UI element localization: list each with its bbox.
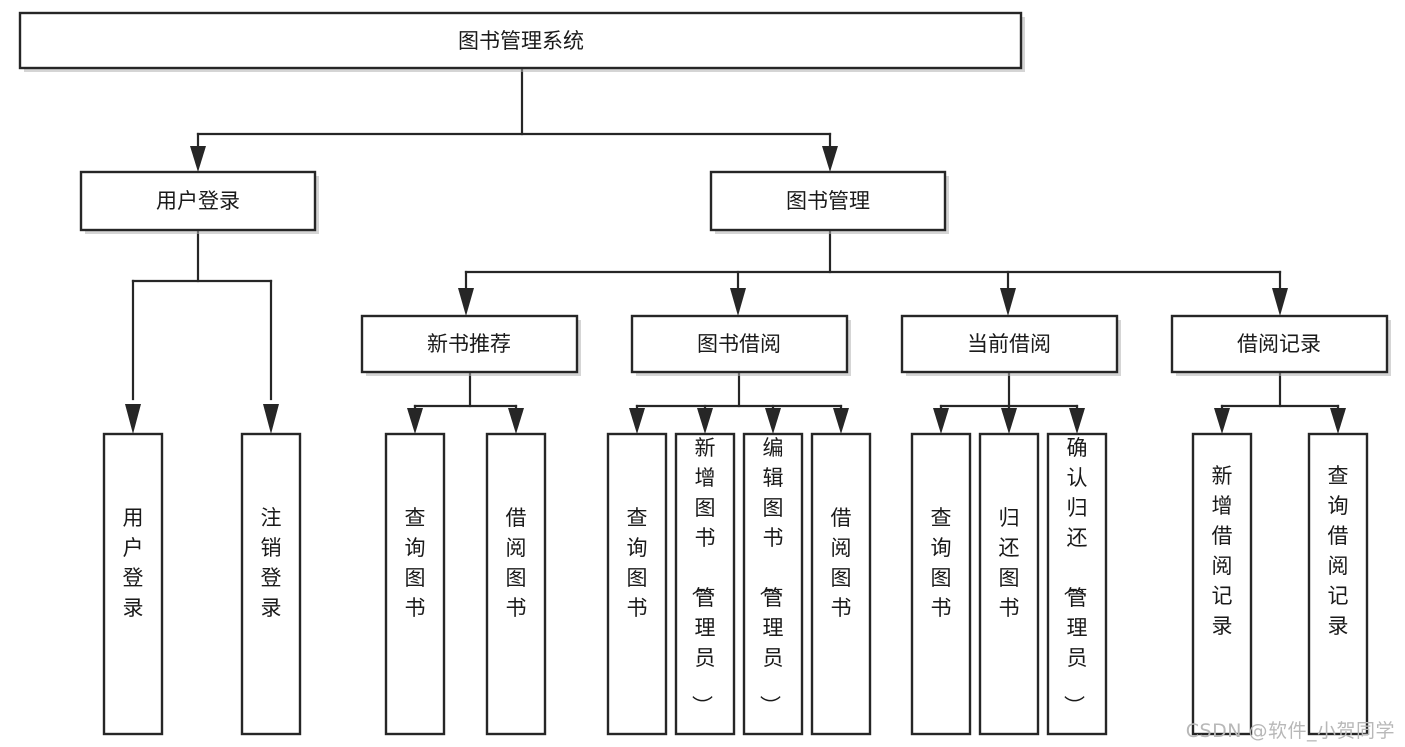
arrow-to-leaf-add-book bbox=[697, 408, 713, 434]
leaf-return-book-box bbox=[978, 432, 1040, 736]
current-borrow-box bbox=[900, 314, 1119, 374]
leaf-return-book-label: 归还图书 bbox=[999, 506, 1020, 620]
arrow-to-leaf-edit-book bbox=[765, 408, 781, 434]
leaf-add-borrow-record-label: 新增借阅记录 bbox=[1212, 464, 1233, 638]
leaf-borrow-book-label: 借阅图书 bbox=[831, 506, 852, 620]
new-book-recommend-label: 新书推荐 bbox=[427, 332, 511, 356]
book-borrow-box bbox=[630, 314, 849, 374]
leaf-query-book-recommend-label: 查询图书 bbox=[405, 506, 426, 620]
arrow-to-leaf-query-record bbox=[1330, 408, 1346, 434]
arrow-to-leaf-borrow-book-a bbox=[508, 408, 524, 434]
leaf-user-login-label: 用户登录 bbox=[123, 506, 144, 620]
leaf-node-borrow-book[interactable]: 借阅图书 bbox=[810, 432, 872, 736]
leaf-node-edit-book[interactable]: 编辑图书（管理员） bbox=[742, 432, 804, 736]
leaf-borrow-book-box bbox=[810, 432, 872, 736]
book-management-box bbox=[709, 170, 947, 232]
leaf-confirm-return-box bbox=[1046, 432, 1108, 736]
arrow-to-new-book-recommend bbox=[458, 288, 474, 316]
connector-layer bbox=[125, 67, 1346, 434]
node-book-borrow[interactable]: 图书借阅 bbox=[630, 314, 851, 376]
leaf-edit-book-box bbox=[742, 432, 804, 736]
leaf-node-query-borrow-record[interactable]: 查询借阅记录 bbox=[1307, 432, 1369, 736]
current-borrow-label: 当前借阅 bbox=[967, 332, 1051, 356]
leaf-add-book-label: 新增图书（管理员） bbox=[690, 436, 716, 716]
arrow-to-book-management bbox=[822, 146, 838, 172]
leaf-query-book-recommend-box bbox=[384, 432, 446, 736]
leaf-node-add-borrow-record[interactable]: 新增借阅记录 bbox=[1191, 432, 1253, 736]
root-label: 图书管理系统 bbox=[458, 29, 584, 53]
arrow-to-leaf-confirm-return bbox=[1069, 408, 1085, 434]
arrow-to-leaf-query-book-c bbox=[933, 408, 949, 434]
leaf-node-user-login[interactable]: 用户登录 bbox=[102, 432, 164, 736]
new-book-recommend-box bbox=[360, 314, 579, 374]
user-login-label: 用户登录 bbox=[156, 189, 240, 213]
leaf-node-query-book-borrow[interactable]: 查询图书 bbox=[606, 432, 668, 736]
leaf-user-login-box bbox=[102, 432, 164, 736]
leaf-node-query-book-current[interactable]: 查询图书 bbox=[910, 432, 972, 736]
node-current-borrow[interactable]: 当前借阅 bbox=[900, 314, 1121, 376]
arrow-to-book-borrow bbox=[730, 288, 746, 316]
leaf-borrow-book-recommend-label: 借阅图书 bbox=[506, 506, 527, 620]
book-borrow-label: 图书借阅 bbox=[697, 332, 781, 356]
arrow-to-leaf-user-login bbox=[125, 404, 141, 434]
node-book-management[interactable]: 图书管理 bbox=[709, 170, 949, 234]
leaf-query-book-current-box bbox=[910, 432, 972, 736]
leaf-node-borrow-book-recommend[interactable]: 借阅图书 bbox=[485, 432, 547, 736]
borrow-record-box bbox=[1170, 314, 1389, 374]
leaf-add-book-box bbox=[674, 432, 736, 736]
arrow-to-leaf-query-book-a bbox=[407, 408, 423, 434]
leaf-query-borrow-record-label: 查询借阅记录 bbox=[1328, 464, 1349, 638]
leaf-query-book-borrow-box bbox=[606, 432, 668, 736]
arrow-to-leaf-borrow-book-b bbox=[833, 408, 849, 434]
leaf-add-borrow-record-box bbox=[1191, 432, 1253, 736]
arrow-to-current-borrow bbox=[1000, 288, 1016, 316]
node-new-book-recommend[interactable]: 新书推荐 bbox=[360, 314, 581, 376]
arrow-to-leaf-query-book-b bbox=[629, 408, 645, 434]
node-user-login[interactable]: 用户登录 bbox=[79, 170, 319, 234]
leaf-query-book-borrow-label: 查询图书 bbox=[627, 506, 648, 620]
book-management-label: 图书管理 bbox=[786, 189, 870, 213]
leaf-node-logout[interactable]: 注销登录 bbox=[240, 432, 302, 736]
arrow-to-user-login bbox=[190, 146, 206, 172]
leaf-node-return-book[interactable]: 归还图书 bbox=[978, 432, 1040, 736]
leaf-borrow-book-recommend-box bbox=[485, 432, 547, 736]
leaf-edit-book-label: 编辑图书（管理员） bbox=[758, 436, 784, 716]
leaf-query-book-current-label: 查询图书 bbox=[931, 506, 952, 620]
arrow-to-leaf-logout bbox=[263, 404, 279, 434]
arrow-to-leaf-return-book bbox=[1001, 408, 1017, 434]
leaf-logout-label: 注销登录 bbox=[261, 506, 282, 620]
leaf-query-borrow-record-box bbox=[1307, 432, 1369, 736]
node-root-book-management-system[interactable]: 图书管理系统 bbox=[18, 11, 1025, 72]
leaf-node-confirm-return[interactable]: 确认归还（管理员） bbox=[1046, 432, 1108, 736]
leaf-node-query-book-recommend[interactable]: 查询图书 bbox=[384, 432, 446, 736]
leaf-logout-box bbox=[240, 432, 302, 736]
root-box bbox=[18, 11, 1023, 70]
borrow-record-label: 借阅记录 bbox=[1237, 332, 1321, 356]
user-login-box bbox=[79, 170, 317, 232]
leaf-node-add-book[interactable]: 新增图书（管理员） bbox=[674, 432, 736, 736]
node-borrow-record[interactable]: 借阅记录 bbox=[1170, 314, 1391, 376]
arrow-to-leaf-add-record bbox=[1214, 408, 1230, 434]
leaf-confirm-return-label: 确认归还（管理员） bbox=[1062, 436, 1088, 716]
arrow-to-borrow-record bbox=[1272, 288, 1288, 316]
